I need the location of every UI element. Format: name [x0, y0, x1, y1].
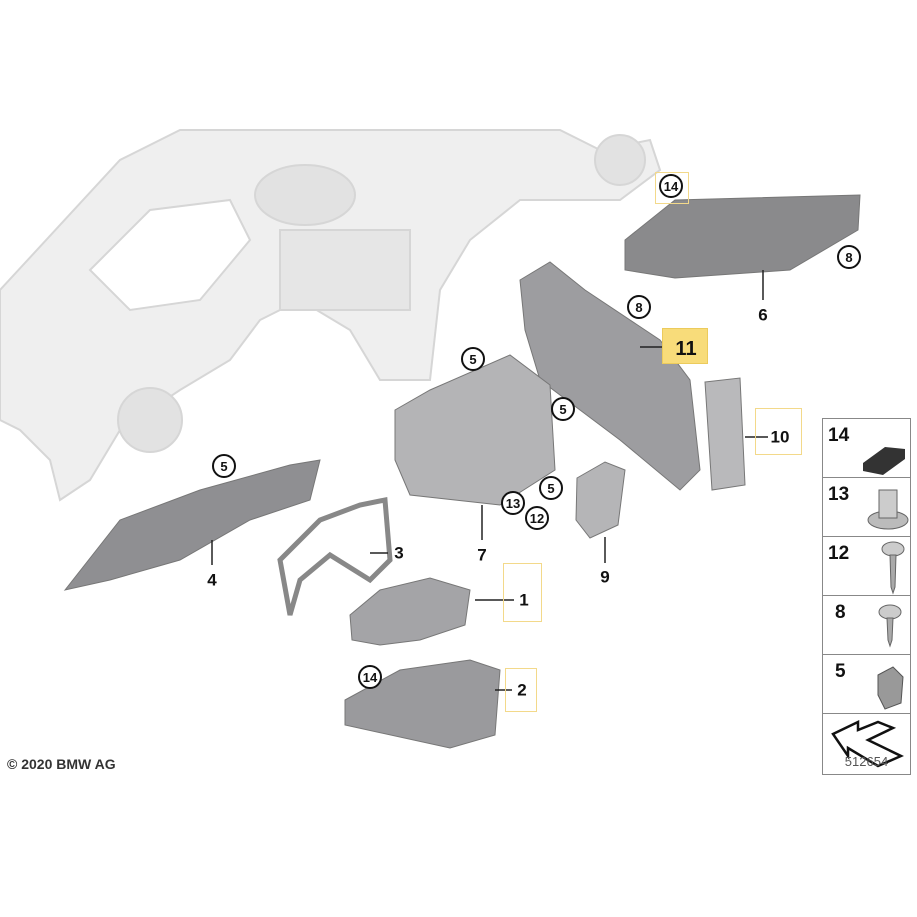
- part-4-knee-trim: [63, 459, 321, 591]
- legend-item-12[interactable]: 12: [823, 537, 910, 596]
- leader-lines: [211, 270, 768, 691]
- highlight-frame: [505, 668, 537, 712]
- diagram-number: 512654: [844, 754, 889, 769]
- part-1-upper-shroud: [349, 577, 471, 646]
- callout-5[interactable]: 5: [551, 397, 575, 421]
- copyright-text: © 2020 BMW AG: [7, 756, 116, 772]
- highlight-frame: [503, 563, 542, 622]
- spring-clip-icon: [877, 666, 904, 710]
- callout-13[interactable]: 13: [501, 491, 525, 515]
- callout-7[interactable]: 7: [477, 545, 487, 565]
- callout-8[interactable]: 8: [627, 295, 651, 319]
- legend-number: 5: [835, 661, 846, 682]
- callout-10[interactable]: 10: [770, 427, 790, 447]
- legend-item-8[interactable]: 8: [823, 596, 910, 655]
- part-shapes: [63, 194, 861, 749]
- callout-14[interactable]: 14: [358, 665, 382, 689]
- part-7-bracket: [394, 354, 556, 506]
- callout-5[interactable]: 5: [461, 347, 485, 371]
- callout-1[interactable]: 1: [519, 590, 529, 610]
- callout-12[interactable]: 12: [525, 506, 549, 530]
- callout-9[interactable]: 9: [600, 567, 610, 587]
- legend-arrow: [823, 714, 910, 774]
- callout-5[interactable]: 5: [539, 476, 563, 500]
- callout-6[interactable]: 6: [758, 305, 768, 325]
- highlight-frame: [755, 408, 802, 455]
- callout-3[interactable]: 3: [394, 543, 404, 563]
- legend-number: 14: [828, 425, 850, 446]
- callout-11[interactable]: 11: [675, 338, 697, 360]
- part-9-switch-panel: [575, 461, 626, 539]
- callout-8[interactable]: 8: [837, 245, 861, 269]
- callout-5[interactable]: 5: [212, 454, 236, 478]
- part-3-frame: [277, 496, 393, 616]
- part-6-glovebox-liner: [624, 194, 861, 279]
- part-2-lower-shroud: [344, 659, 501, 749]
- legend-number: 8: [835, 602, 846, 623]
- part-10-cover: [704, 377, 746, 491]
- clip-nut-icon: [867, 489, 909, 530]
- highlight-part-11: [662, 328, 708, 364]
- dashboard-ghost: [0, 129, 662, 502]
- legend-number: 13: [828, 484, 850, 505]
- screw-long-icon: [881, 541, 905, 595]
- legend-item-14[interactable]: 14: [823, 419, 910, 478]
- callout-4[interactable]: 4: [207, 570, 217, 590]
- legend-number: 12: [828, 543, 850, 564]
- callout-2[interactable]: 2: [517, 680, 527, 700]
- legend-item-5[interactable]: 5: [823, 655, 910, 714]
- small-parts-legend: 14 13 12 8 5: [822, 418, 911, 775]
- direction-arrow-icon: [831, 720, 904, 768]
- legend-item-13[interactable]: 13: [823, 478, 910, 537]
- foam-pad-icon: [863, 447, 905, 475]
- callout-14[interactable]: 14: [659, 174, 683, 198]
- screw-short-icon: [878, 604, 902, 648]
- part-11-side-trim: [519, 261, 701, 491]
- highlight-frame: [655, 172, 689, 204]
